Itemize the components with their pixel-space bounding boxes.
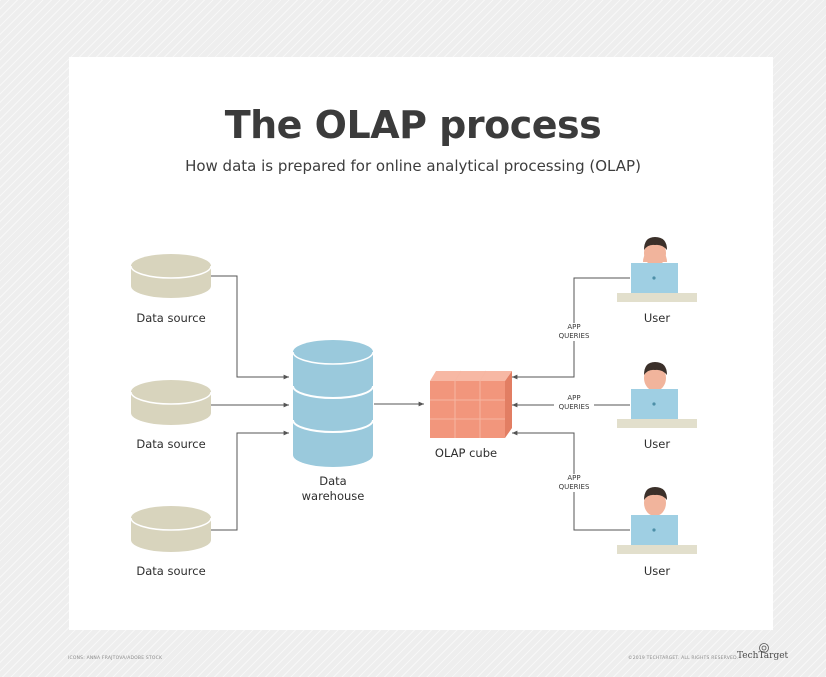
data-warehouse-label-line2: warehouse: [301, 489, 365, 503]
olap-cube-label: OLAP cube: [434, 446, 498, 460]
techtarget-logo-icon: [759, 643, 769, 653]
data-source-cylinder-2: [130, 380, 212, 425]
diagram-subtitle: How data is prepared for online analytic…: [185, 157, 641, 175]
data-warehouse-label: Data warehouse: [283, 474, 383, 504]
app-queries-label-2: APP QUERIES: [554, 394, 594, 412]
connectors: [210, 275, 630, 531]
data-warehouse-label-line1: Data: [319, 474, 347, 488]
copyright-notice: ©2019 TECHTARGET. ALL RIGHTS RESERVED.: [628, 656, 739, 661]
techtarget-brand: TechTarget: [737, 651, 789, 661]
data-warehouse-icon: [292, 340, 374, 467]
data-source-cylinder-3: [130, 506, 212, 552]
app-queries-label-3-line1: APP: [567, 474, 581, 482]
user-icon-2: [617, 362, 697, 428]
data-source-label-2: Data source: [136, 437, 206, 451]
app-queries-label-1-line2: QUERIES: [558, 332, 590, 340]
user-label-2: User: [643, 437, 671, 451]
user-icon-1: [617, 237, 697, 302]
connector-source3-warehouse: [210, 430, 289, 531]
connector-source1-warehouse: [210, 275, 289, 380]
app-queries-label-2-line1: APP: [567, 394, 581, 402]
diagram-title: The OLAP process: [224, 103, 602, 147]
user-label-1: User: [643, 311, 671, 325]
app-queries-label-2-line2: QUERIES: [558, 403, 590, 411]
app-queries-label-1-line1: APP: [567, 323, 581, 331]
app-queries-label-1: APP QUERIES: [554, 323, 594, 341]
app-queries-label-3-line2: QUERIES: [558, 483, 590, 491]
data-source-cylinder-1: [130, 254, 212, 298]
data-source-label-1: Data source: [136, 311, 206, 325]
app-queries-label-3: APP QUERIES: [554, 474, 594, 492]
user-icon-3: [617, 487, 697, 554]
icon-credit: ICONS: ANNA FRAJTOVA/ADOBE STOCK: [68, 656, 163, 661]
data-source-label-3: Data source: [136, 564, 206, 578]
user-label-3: User: [643, 564, 671, 578]
olap-cube-icon: [430, 370, 512, 438]
